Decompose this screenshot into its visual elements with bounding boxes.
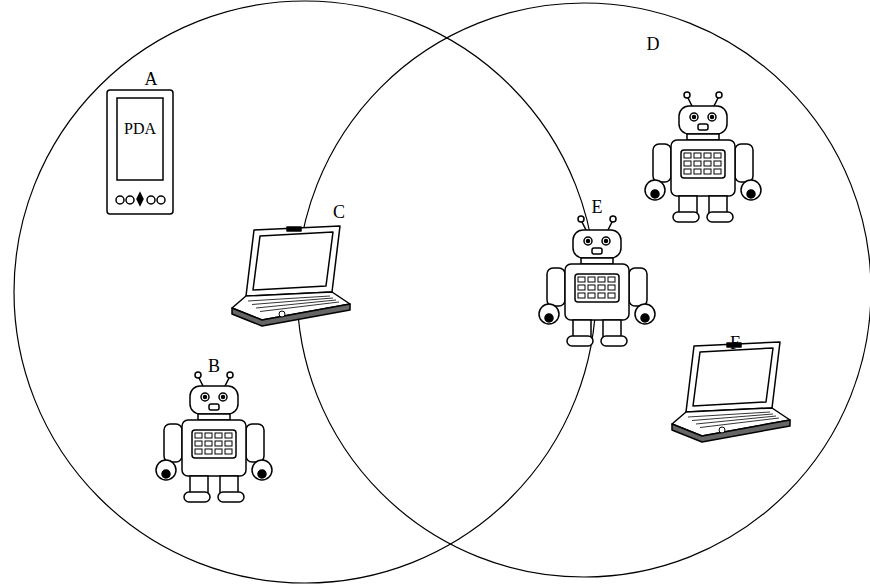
device-screen-text: PDA	[124, 121, 156, 137]
robot-figure	[645, 92, 761, 222]
device-letter: C	[333, 203, 345, 221]
robot-figure	[156, 372, 272, 502]
range-circle	[14, 1, 596, 583]
device-letter: B	[208, 357, 220, 375]
pda-figure	[107, 90, 173, 214]
laptop-figure	[672, 342, 790, 442]
device-letter: E	[592, 198, 603, 216]
laptop-figure	[232, 226, 350, 326]
device-letter: F	[730, 334, 740, 352]
device-letter: A	[145, 70, 158, 88]
range-circle	[297, 3, 870, 577]
device-letter: D	[647, 35, 660, 53]
robot-figure	[539, 216, 655, 346]
